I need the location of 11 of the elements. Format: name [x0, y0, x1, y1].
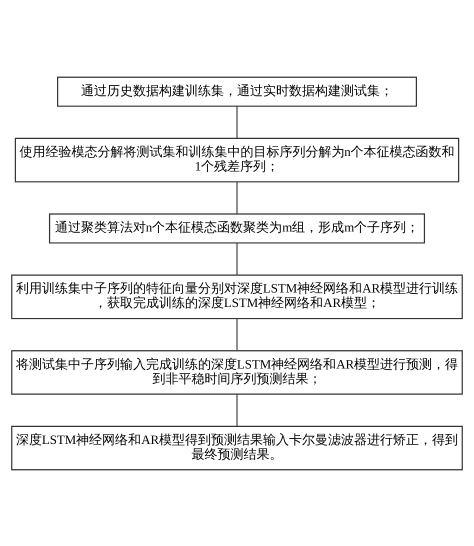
node-box: 通过历史数据构建训练集，通过实时数据构建测试集； [57, 76, 417, 106]
connector [236, 106, 238, 138]
connector [236, 394, 238, 426]
node-box: 深度LSTM神经网络和AR模型得到预测结果输入卡尔曼滤波器进行矫正，得到最终预测结果。 [11, 425, 463, 470]
node-box: 利用训练集中子序列的特征向量分别对深度LSTM神经网络和AR模型进行训练，获取完成训练的深度LSTM神经网络和AR模型； [11, 274, 463, 319]
connector [236, 242, 238, 275]
node-box: 将测试集中子序列输入完成训练的深度LSTM神经网络和AR模型进行预测，得到非平稳时间序列预测结果； [11, 350, 463, 394]
node-box: 使用经验模态分解将测试集和训练集中的目标序列分解为n个本征模态函数和1个残差序列； [14, 137, 460, 182]
connector [236, 182, 238, 214]
connector [236, 318, 238, 350]
node-box: 通过聚类算法对n个本征模态函数聚类为m组，形成m个子序列； [48, 212, 426, 244]
